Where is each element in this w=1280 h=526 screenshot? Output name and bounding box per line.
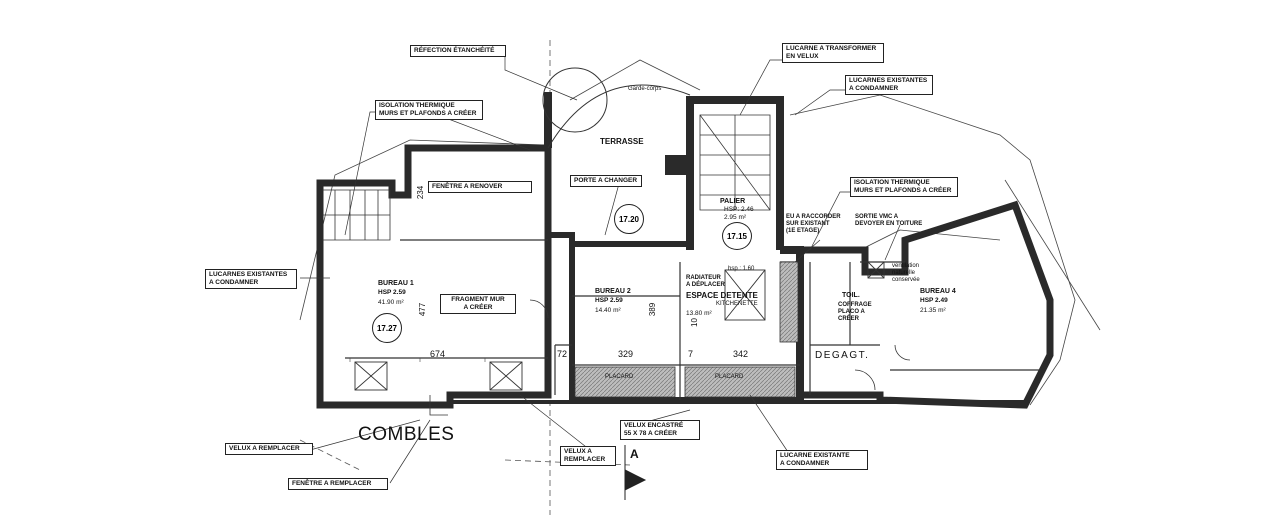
room-label-palier: PALIER (720, 198, 746, 205)
dimension-329: 329 (618, 349, 634, 359)
room-hsp-bureau-1: HSP 2.59 (378, 289, 406, 296)
room-label-degagement: DEGAGT. (815, 350, 870, 361)
room-label-kitchenette: KITCHENETTE (716, 301, 758, 307)
room-label-toilettes: TOIL. (842, 292, 860, 299)
section-label-a: A (630, 447, 639, 461)
annotation-fenetre-renover: FENÊTRE A RENOVER (428, 181, 532, 193)
level-circle-17-20: 17.20 (614, 204, 644, 234)
label-garde-corps: Garde-corps (628, 86, 662, 92)
annotation-velux-remplacer-mid: VELUX A REMPLACER (560, 446, 616, 466)
annotation-refection-etancheite: RÉFECTION ÉTANCHÉITÉ (410, 45, 506, 57)
annotation-radiateur-deplacer: RADIATEUR A DÉPLACER (686, 275, 725, 288)
annotation-velux-remplacer-left: VELUX A REMPLACER (225, 443, 313, 455)
stairs (322, 114, 771, 241)
room-area-bureau-4: 21.35 m² (920, 307, 946, 314)
room-label-terrasse: TERRASSE (600, 137, 644, 146)
annotation-ventilation-naturelle: ventilation naturelle conservée (892, 263, 920, 283)
dimension-10: 10 (689, 318, 699, 327)
velux-markers (354, 261, 885, 391)
dimension-342: 342 (733, 349, 749, 359)
room-label-espace-detente: ESPACE DETENTE (686, 291, 758, 300)
room-hsp-bureau-2: HSP 2.59 (595, 297, 623, 304)
room-area-espace-detente: 13.80 m² (686, 310, 712, 317)
doors (429, 299, 911, 416)
annotation-lucarne-transformer: LUCARNE A TRANSFORMER EN VELUX (782, 43, 884, 63)
dimension-72: 72 (557, 349, 568, 359)
room-area-palier: 2.95 m² (724, 214, 747, 221)
label-placard-right: PLACARD (715, 374, 744, 380)
placards (574, 261, 799, 398)
section-marker-a (624, 445, 647, 500)
annotation-lucarne-existante-bottom: LUCARNE EXISTANTE A CONDAMNER (776, 450, 868, 470)
room-area-bureau-1: 41.90 m² (378, 299, 404, 306)
label-placard-left: PLACARD (605, 374, 634, 380)
room-hsp-bureau-4: HSP 2.49 (920, 297, 948, 304)
annotation-isolation-left: ISOLATION THERMIQUE MURS ET PLAFONDS A C… (375, 100, 483, 120)
walls (316, 92, 1054, 409)
room-hsp-palier: HSP: 2.46 (724, 206, 754, 213)
level-circle-17-27: 17.27 (372, 313, 402, 343)
room-label-bureau-4: BUREAU 4 (920, 288, 956, 295)
room-label-bureau-1: BUREAU 1 (378, 280, 414, 287)
annotation-porte-changer: PORTE A CHANGER (570, 175, 642, 187)
annotation-fenetre-remplacer: FENÊTRE A REMPLACER (288, 478, 388, 490)
annotation-sortie-vmc: SORTIE VMC A DEVOYER EN TOITURE (855, 214, 923, 227)
dimension-389: 389 (648, 302, 658, 317)
floor-title: COMBLES (358, 424, 455, 445)
terrasse-arc (542, 67, 691, 149)
annotation-lucarnes-existantes-top: LUCARNES EXISTANTES A CONDAMNER (845, 75, 933, 95)
level-circle-17-15: 17.15 (722, 222, 752, 250)
dimension-477: 477 (418, 302, 428, 317)
annotation-isolation-right: ISOLATION THERMIQUE MURS ET PLAFONDS A C… (850, 177, 958, 197)
label-hsp-small: hsp : 1.60 (728, 266, 755, 272)
dimension-674: 674 (430, 349, 446, 359)
annotation-lucarnes-existantes-left: LUCARNES EXISTANTES A CONDAMNER (205, 269, 297, 289)
annotation-coffrage-placo: COFFRAGE PLACO A CRÉER (838, 302, 872, 322)
room-label-bureau-2: BUREAU 2 (595, 288, 631, 295)
annotation-eu-raccorder: EU A RACCORDER SUR EXISTANT (1e ETAGE) (786, 214, 841, 234)
room-area-bureau-2: 14.40 m² (595, 307, 621, 314)
dimension-234: 234 (416, 185, 426, 200)
annotation-velux-encastre: VELUX ENCASTRÉ 55 x 78 A CRÉER (620, 420, 700, 440)
level-markers (349, 358, 486, 362)
annotation-fragment-mur: FRAGMENT MUR A CRÉER (440, 294, 516, 314)
dimension-7: 7 (688, 349, 694, 359)
